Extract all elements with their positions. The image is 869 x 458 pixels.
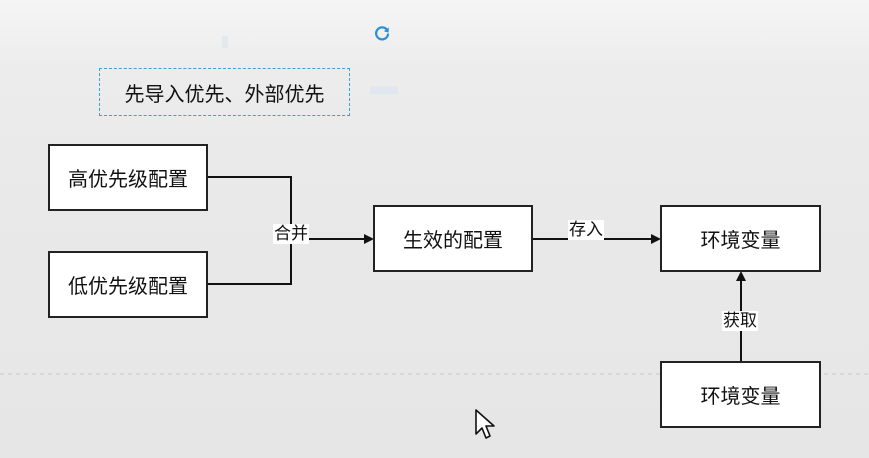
env-vars-source-label: 环境变量 [700,384,781,408]
high-priority-config-label: 高优先级配置 [68,167,188,191]
fetch-label: 获取 [722,311,758,331]
low-priority-config-node[interactable]: 低优先级配置 [48,251,208,318]
env-vars-target-node[interactable]: 环境变量 [660,205,821,272]
mouse-cursor-icon [474,408,496,442]
priority-note: 先导入优先、外部优先 [99,68,350,116]
merge-label: 合并 [273,224,309,244]
faint-artifact [222,36,228,48]
refresh-icon[interactable] [372,24,392,44]
low-priority-config-label: 低优先级配置 [68,274,188,298]
effective-config-label: 生效的配置 [403,228,503,252]
faint-arrow-artifact [370,86,398,94]
env-vars-target-label: 环境变量 [700,228,781,252]
high-priority-config-node[interactable]: 高优先级配置 [48,144,208,211]
env-vars-source-node[interactable]: 环境变量 [660,361,821,428]
store-label: 存入 [568,220,604,240]
effective-config-node[interactable]: 生效的配置 [373,205,533,272]
priority-note-text: 先导入优先、外部优先 [124,81,325,106]
